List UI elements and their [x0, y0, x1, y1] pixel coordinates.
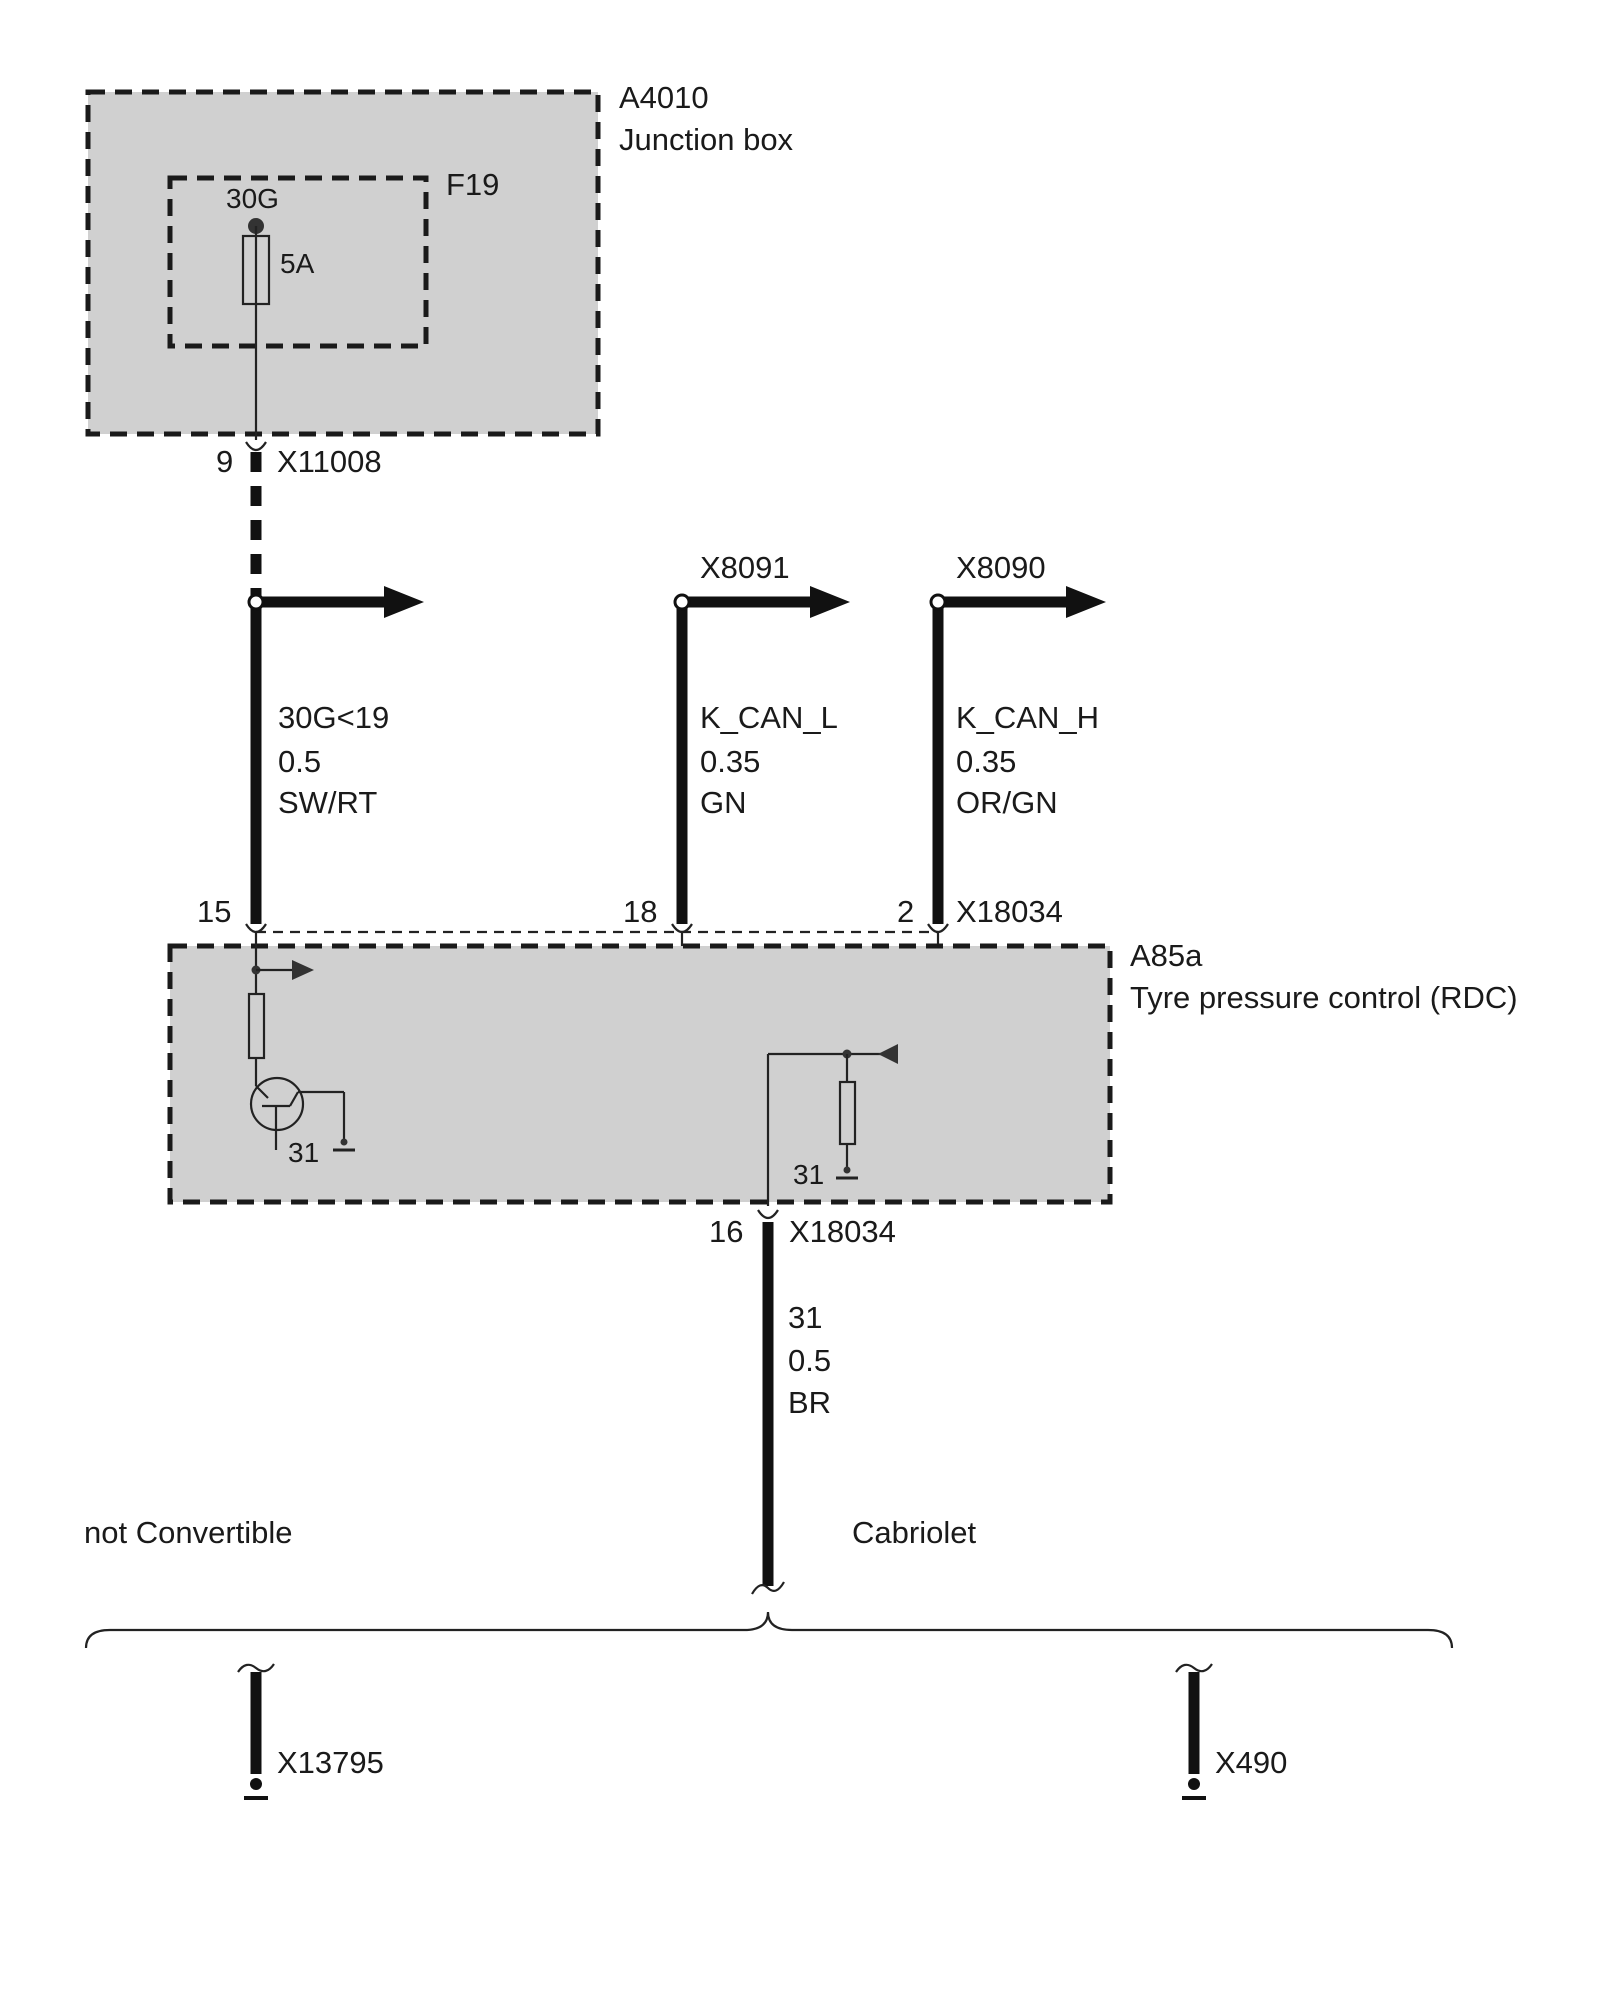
transistor-collector — [289, 1091, 299, 1107]
junction-box: A4010 Junction box F19 30G 5A — [85, 80, 794, 440]
module-id: A85a — [1130, 938, 1203, 973]
output-circuit-right: 31 — [766, 1044, 898, 1206]
input-arrow-icon — [292, 960, 314, 980]
wire-can-l-color: GN — [700, 785, 747, 820]
output-arrow-icon — [878, 1044, 898, 1064]
junction-box-name: Junction box — [619, 122, 794, 157]
pin-18-cup — [671, 923, 693, 934]
variant-brace — [84, 1611, 1454, 1649]
splice-dot-can-l — [673, 593, 691, 611]
transistor-base — [255, 1085, 269, 1099]
x490-label: X490 — [1215, 1745, 1287, 1780]
ground-right-label: 31 — [793, 1159, 824, 1190]
wire-can-l-signal: K_CAN_L — [700, 700, 838, 735]
arrow-can-l-icon — [810, 586, 850, 618]
wire-ground-signal: 31 — [788, 1300, 822, 1335]
x11008-label: X11008 — [277, 444, 382, 479]
connector-cup — [245, 441, 267, 452]
pin-18-label: 18 — [623, 894, 657, 929]
fuse-id: F19 — [446, 167, 499, 202]
variant-selector: not Convertible Cabriolet — [84, 1515, 1454, 1649]
module-outline — [167, 943, 1113, 1205]
arrow-can-h-icon — [1066, 586, 1106, 618]
wire-power-color: SW/RT — [278, 785, 377, 820]
wire-can-h-signal: K_CAN_H — [956, 700, 1099, 735]
wire-power: 30G<19 0.5 SW/RT — [247, 452, 424, 924]
ground-right-dot — [843, 1166, 851, 1174]
ground-left-label: 31 — [288, 1137, 319, 1168]
fuse-f19: F19 30G 5A — [167, 167, 499, 440]
ground-point-x490: X490 — [1175, 1663, 1287, 1800]
x11008-pin: 9 — [216, 444, 233, 479]
variant-left-label: not Convertible — [84, 1515, 293, 1550]
ground-left-dot — [340, 1138, 348, 1146]
wire-ground-gauge: 0.5 — [788, 1343, 831, 1378]
wire-power-signal: 30G<19 — [278, 700, 389, 735]
connector-x18034-top: 15 18 2 X18034 — [197, 894, 1063, 946]
junction-box-id: A4010 — [619, 80, 709, 115]
x8090-label: X8090 — [956, 550, 1046, 585]
pin-15-cup — [245, 923, 267, 934]
junction-box-outline — [85, 89, 601, 437]
pin-15-label: 15 — [197, 894, 231, 929]
splice-dot-power — [247, 593, 265, 611]
module-a85a: A85a Tyre pressure control (RDC) 31 — [167, 932, 1518, 1206]
x490-dot — [1188, 1778, 1200, 1790]
input-circuit-left: 31 — [247, 932, 355, 1168]
pin-2-label: 2 — [897, 894, 914, 929]
x18034-top-label: X18034 — [956, 894, 1063, 929]
x18034-bottom-label: X18034 — [789, 1214, 896, 1249]
x13795-break-icon — [237, 1663, 275, 1673]
wire-power-gauge: 0.5 — [278, 744, 321, 779]
pin-16-cup — [757, 1209, 779, 1220]
connector-x18034-bottom: 16 X18034 — [709, 1209, 896, 1249]
module-name: Tyre pressure control (RDC) — [1130, 980, 1518, 1015]
wire-can-l: X8091 K_CAN_L 0.35 GN — [673, 550, 850, 924]
x13795-label: X13795 — [277, 1745, 384, 1780]
connector-x11008: 9 X11008 — [216, 441, 382, 479]
wire-can-h-color: OR/GN — [956, 785, 1058, 820]
ground-point-x13795: X13795 — [237, 1663, 384, 1800]
x13795-dot — [250, 1778, 262, 1790]
pin-2-cup — [927, 923, 949, 934]
fuse-rating: 5A — [280, 248, 315, 279]
wire-ground-color: BR — [788, 1385, 831, 1420]
wire-ground: 31 0.5 BR — [751, 1222, 831, 1595]
wire-can-l-gauge: 0.35 — [700, 744, 760, 779]
x490-break-icon — [1175, 1663, 1213, 1673]
fuse-outline — [167, 175, 429, 349]
wire-can-h: X8090 K_CAN_H 0.35 OR/GN — [929, 550, 1106, 924]
arrow-power-icon — [384, 586, 424, 618]
fuse-terminal: 30G — [226, 183, 279, 214]
variant-right-label: Cabriolet — [852, 1515, 976, 1550]
x8091-label: X8091 — [700, 550, 790, 585]
wire-ground-break-icon — [751, 1581, 785, 1595]
pin-16-label: 16 — [709, 1214, 743, 1249]
splice-dot-can-h — [929, 593, 947, 611]
wire-can-h-gauge: 0.35 — [956, 744, 1016, 779]
